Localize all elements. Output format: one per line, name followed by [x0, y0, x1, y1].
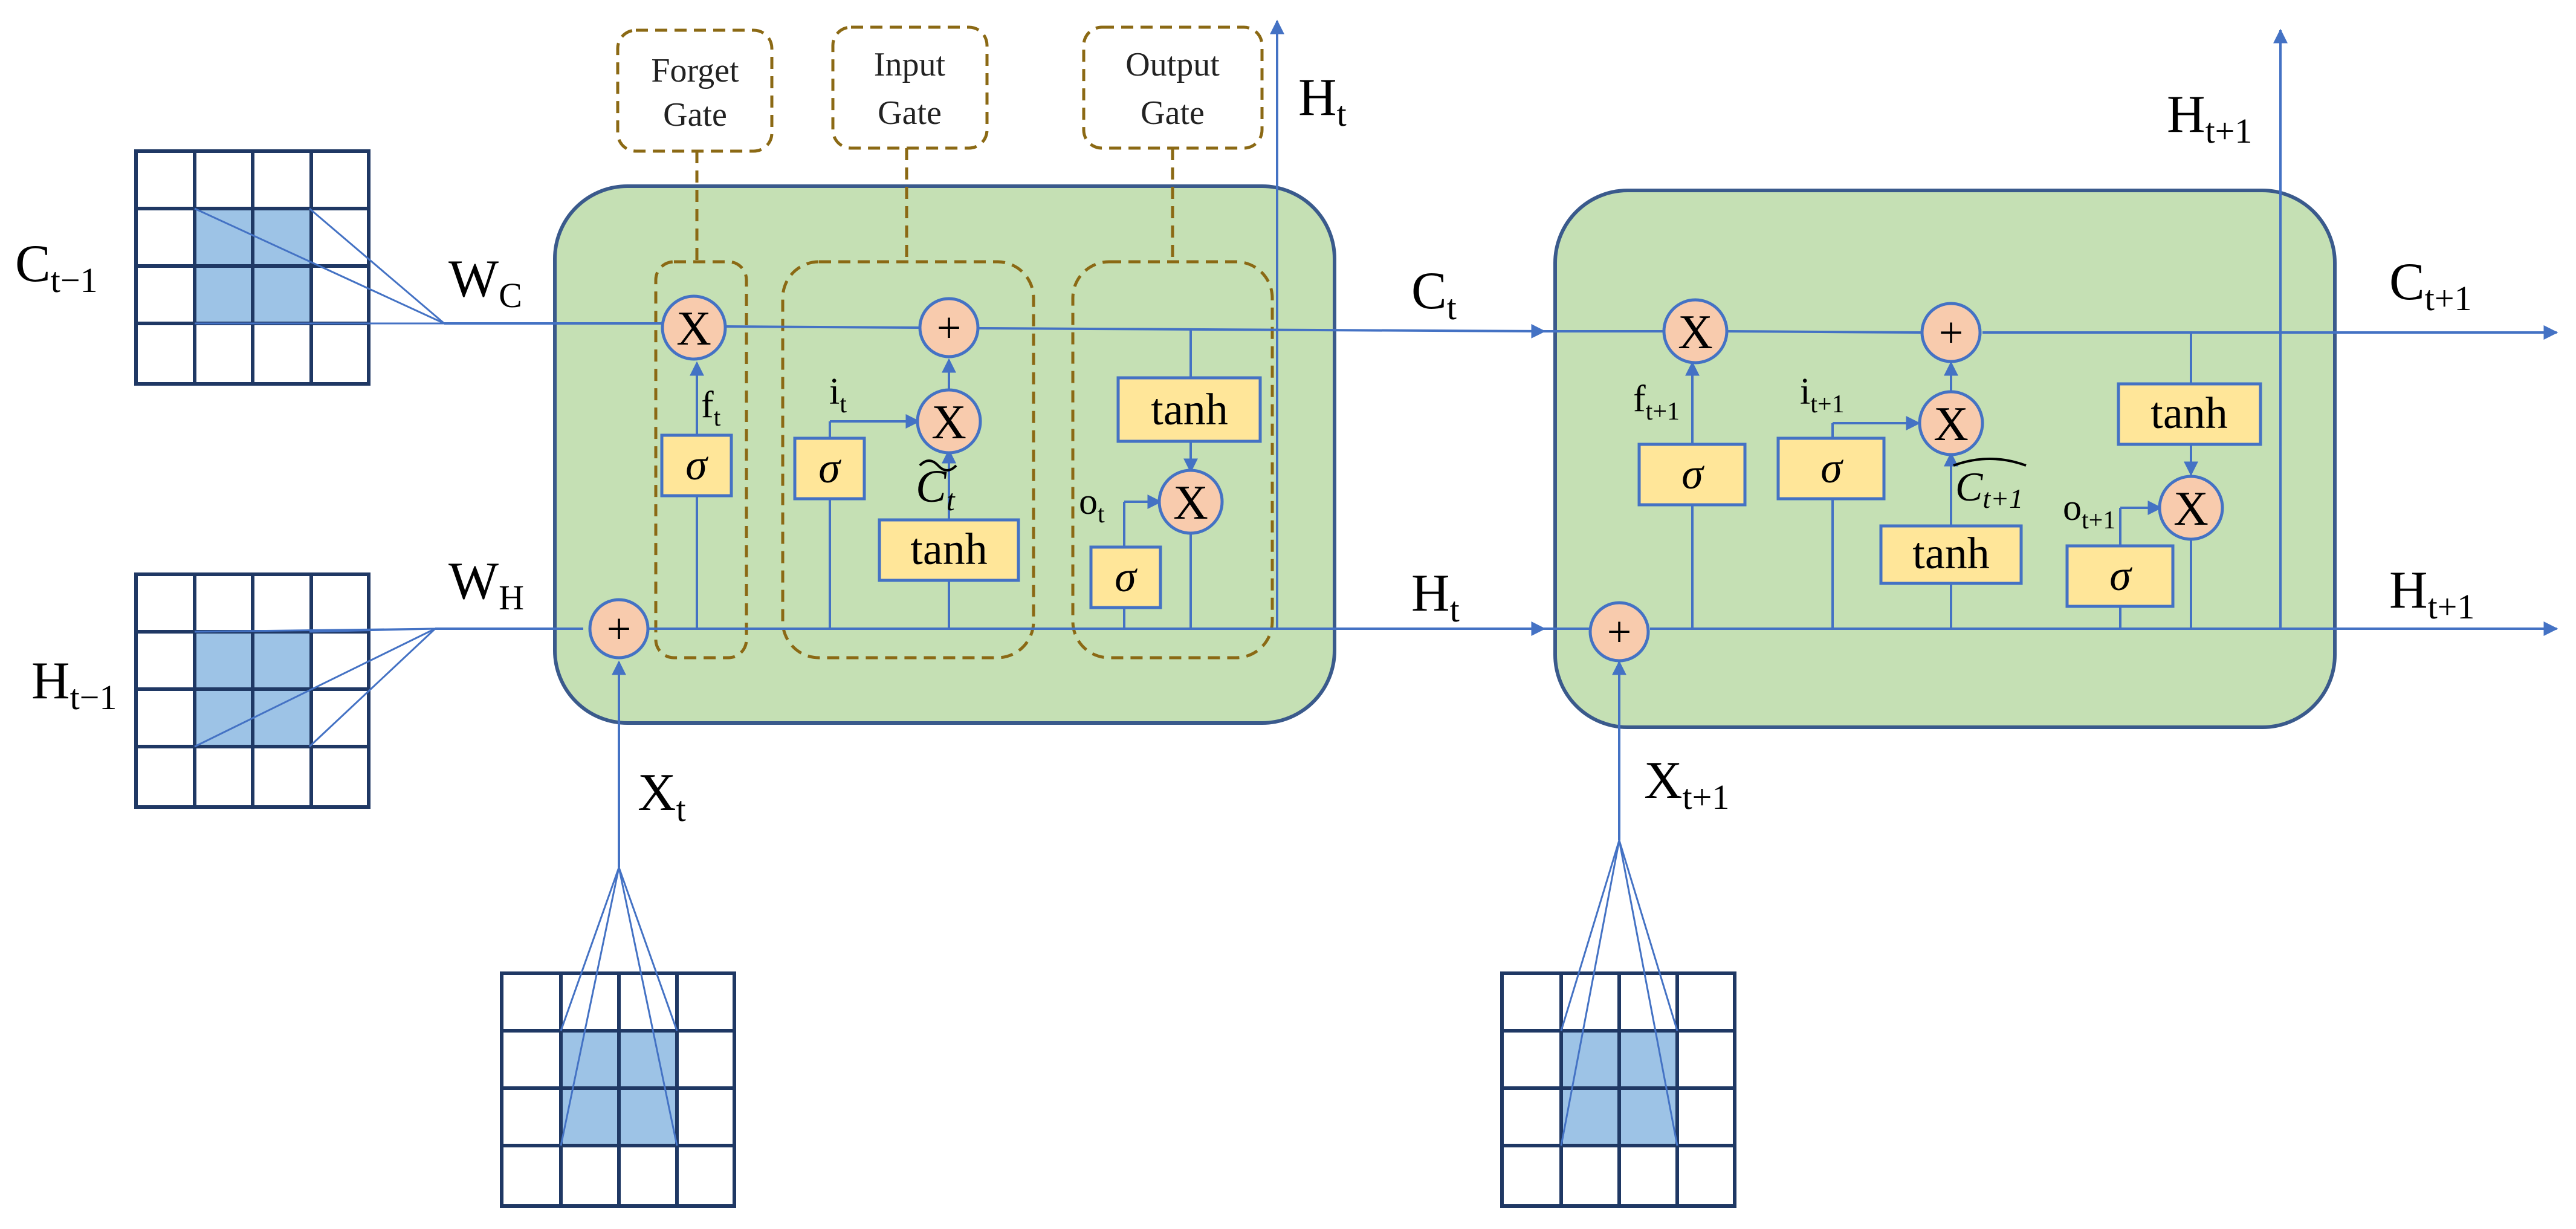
cell2-h-out-label: Ht+1	[2389, 561, 2474, 626]
forget-sigma-box-2	[1637, 443, 1747, 507]
w-c-label: WC	[448, 250, 522, 315]
mult-symbol: X	[1173, 476, 1208, 530]
cell1-c-tilde-label: Ct	[916, 459, 957, 517]
output-gate-title-2: Gate	[1141, 94, 1205, 132]
plus-symbol: +	[1607, 608, 1632, 656]
cell1-o-label: ot	[1079, 481, 1105, 528]
forget-multiply-op-2	[1662, 298, 1729, 365]
tanh-label: tanh	[1151, 385, 1228, 435]
tanh-label: tanh	[2150, 389, 2227, 438]
forget-gate-title-1: Forget	[651, 52, 739, 89]
cell1-f-label: ft	[701, 384, 721, 432]
tanh-label: tanh	[910, 525, 987, 574]
plus-symbol: +	[607, 605, 632, 653]
tanh-label: tanh	[1912, 529, 1989, 579]
forget-gate-label-box	[616, 28, 774, 153]
plus-symbol: +	[1939, 308, 1964, 357]
output-multiply-op	[1157, 469, 1224, 535]
h-prev-label: Ht−1	[31, 652, 117, 717]
grid-h-prev	[134, 572, 371, 809]
input-sigma-box-2	[1776, 436, 1886, 501]
cell1-h-up-label: Ht	[1298, 68, 1347, 134]
cell-state-add-op	[918, 297, 980, 358]
sigma-symbol: σ	[1681, 450, 1704, 498]
cell-state-add-op-2	[1920, 302, 1982, 363]
input-multiply-op-2	[1918, 390, 1984, 456]
input-gate-title-2: Gate	[878, 94, 942, 132]
forget-gate-region	[654, 260, 748, 660]
mult-symbol: X	[931, 396, 966, 449]
mult-symbol: X	[1678, 306, 1713, 359]
input-gate-region	[781, 260, 1035, 660]
grid-x-t	[500, 971, 736, 1208]
c-prev-label: Ct−1	[15, 235, 98, 300]
mult-symbol: X	[1934, 398, 1969, 451]
cell2-i-label: it+1	[1800, 371, 1845, 418]
sigma-symbol: σ	[2109, 551, 2132, 600]
cell-1-connections	[435, 19, 1546, 867]
output-sigma-box-2	[2065, 544, 2175, 608]
candidate-tanh-box-2	[1879, 524, 2023, 585]
forget-gate-title-2: Gate	[663, 96, 727, 134]
sigma-symbol: σ	[1820, 444, 1843, 492]
hidden-input-add-op-2	[1588, 601, 1650, 663]
grid-c-prev	[134, 149, 371, 386]
sigma-symbol: σ	[818, 444, 841, 492]
cell1-c-out-label: Ct	[1411, 262, 1457, 327]
sigma-symbol: σ	[685, 441, 708, 489]
cell1-h-out-label: Ht	[1411, 564, 1460, 629]
output-multiply-op-2	[2158, 475, 2224, 541]
cell2-h-up-label: Ht+1	[2167, 85, 2252, 151]
forget-sigma-box	[660, 433, 733, 498]
output-sigma-box	[1089, 545, 1162, 609]
w-h-label: WH	[448, 552, 524, 617]
grid-convolution-lines	[194, 207, 1678, 1146]
grid-x-next	[1500, 971, 1736, 1208]
candidate-tanh-box	[878, 518, 1020, 582]
cell-2-connections	[1544, 28, 2558, 840]
input-sigma-box	[793, 436, 866, 501]
cell2-c-out-label: Ct+1	[2389, 253, 2472, 318]
cell1-i-label: it	[829, 371, 847, 418]
svg-text:Ct+1: Ct+1	[1955, 464, 2023, 514]
hidden-input-add-op	[588, 598, 650, 660]
input-gate-label-box	[831, 25, 989, 150]
sigma-symbol: σ	[1115, 553, 1138, 601]
svg-text:Ct: Ct	[916, 461, 956, 517]
output-gate-region	[1071, 260, 1274, 660]
cell2-c-tilde-label: Ct+1	[1953, 458, 2027, 514]
forget-multiply-op	[661, 294, 727, 361]
cell2-f-label: ft+1	[1633, 378, 1680, 426]
x-next-label: Xt+1	[1644, 751, 1729, 817]
mult-symbol: X	[2173, 482, 2209, 536]
cell-tanh-box-2	[2117, 382, 2262, 446]
input-gate-title-1: Input	[874, 46, 946, 83]
cell-tanh-box	[1116, 376, 1262, 443]
output-gate-title-1: Output	[1125, 46, 1220, 83]
cell2-o-label: ot+1	[2063, 487, 2115, 534]
mult-symbol: X	[676, 302, 711, 355]
x-t-label: Xt	[638, 764, 686, 829]
input-multiply-op	[916, 388, 982, 455]
plus-symbol: +	[937, 303, 962, 352]
